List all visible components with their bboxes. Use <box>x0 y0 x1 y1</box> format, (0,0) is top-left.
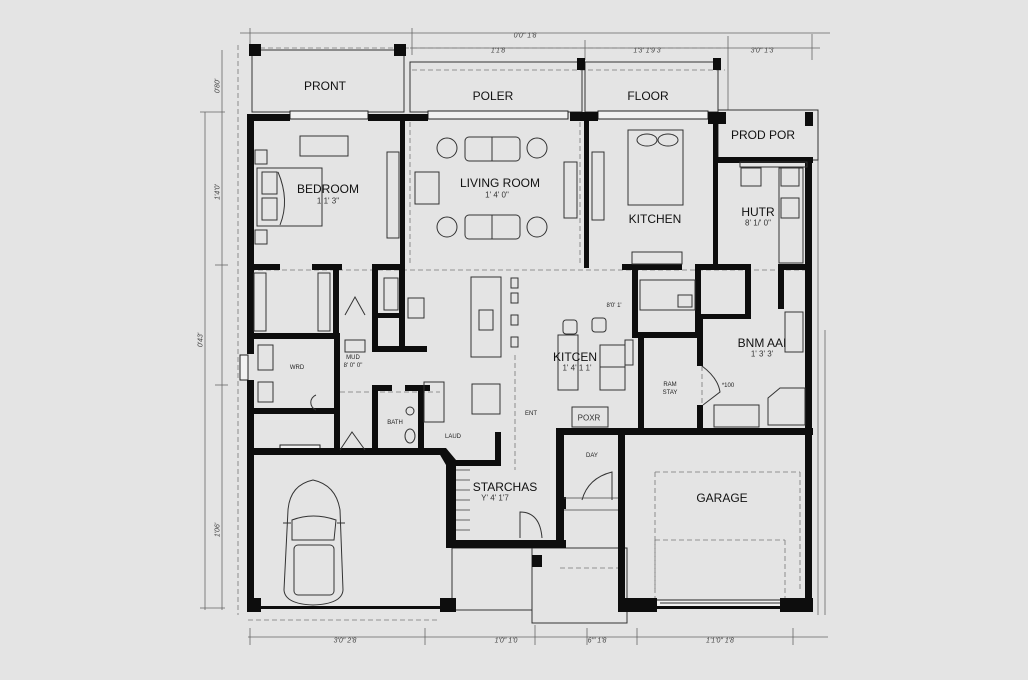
room-label-kitchen-upper: KITCHEN <box>628 212 682 226</box>
room-dim-storage: Y' 4' 1'7 <box>481 493 509 503</box>
furniture <box>253 129 808 606</box>
dim-left-1: 1'4'0' <box>214 184 222 200</box>
room-dim-bnm-aai: 1' 3' 3' <box>750 349 774 359</box>
room-label-prod-por: PROD POR <box>730 128 796 142</box>
dim-bottom-1: 1'0" 1'0 <box>494 637 518 645</box>
bedroom-dresser <box>299 135 349 157</box>
note-label-1: 8'0' 1' <box>606 303 622 309</box>
room-label-front: PRONT <box>304 79 346 93</box>
dim-bottom-2: 6'" 1'8 <box>587 637 607 645</box>
dim-left-3: 1'06' <box>214 522 222 538</box>
dim-top-2: 1'3' 1'9 3 <box>633 47 661 55</box>
room-label-wrd: WRD <box>289 365 305 371</box>
room-label-garage: GARAGE <box>696 491 748 505</box>
room-dim-hutr: 8' 1/' 0" <box>745 218 771 228</box>
room-label-floor: FLOOR <box>627 89 669 103</box>
car-outline <box>283 479 345 606</box>
room-label-ram: RAM <box>663 382 677 388</box>
dimension-lines <box>200 28 830 645</box>
room-label-poler: POLER <box>472 89 514 103</box>
room-label-bath: BATH <box>387 420 403 426</box>
room-label-mud: MUD <box>346 355 360 361</box>
dim-left-2: 0'43' <box>197 332 205 348</box>
walls <box>247 44 813 612</box>
dim-top-overall: 0'0" 1'8 <box>513 32 537 40</box>
room-label-kitchen-center: KITCEN <box>552 350 598 364</box>
room-dim-kitchen-center: 1' 4' 1 1' <box>562 363 592 373</box>
dim-bottom-3: 1'1'0" 1'8 <box>706 637 734 645</box>
room-label-bnm-aai: BNM AAI <box>737 336 787 350</box>
room-label-stay: STAY <box>662 390 678 396</box>
room-label-bedroom: BEDROOM <box>296 182 360 196</box>
room-label-living-room: LIVING ROOM <box>459 176 541 190</box>
note-label-2: *100 <box>721 383 735 389</box>
stair-treads <box>456 469 618 531</box>
room-label-storage: STARCHAS <box>472 480 538 494</box>
room-label-hutr: HUTR <box>741 205 775 219</box>
dashed-guides <box>237 45 810 621</box>
room-label-laud: LAUD <box>444 434 462 440</box>
room-label-day: DAY <box>586 453 598 459</box>
room-dim-bedroom: 1 1' 3" <box>316 196 340 206</box>
room-label-entry: ENT <box>525 411 537 417</box>
dim-top-1: 1'1'8 <box>490 47 506 55</box>
dim-bottom-0: 3'0" 2'8 <box>333 637 357 645</box>
room-dim-mud: 8' 0" 0" <box>343 363 363 369</box>
kitchen-upper-counter <box>627 129 684 206</box>
room-label-poxr: POXR <box>577 413 601 423</box>
bedroom-bed <box>256 167 323 227</box>
dim-left-0: 0'80' <box>214 78 222 94</box>
room-dim-living-room: 1' 4' 0" <box>485 190 509 200</box>
dim-top-3: 3'0" 1'3 <box>750 47 774 55</box>
